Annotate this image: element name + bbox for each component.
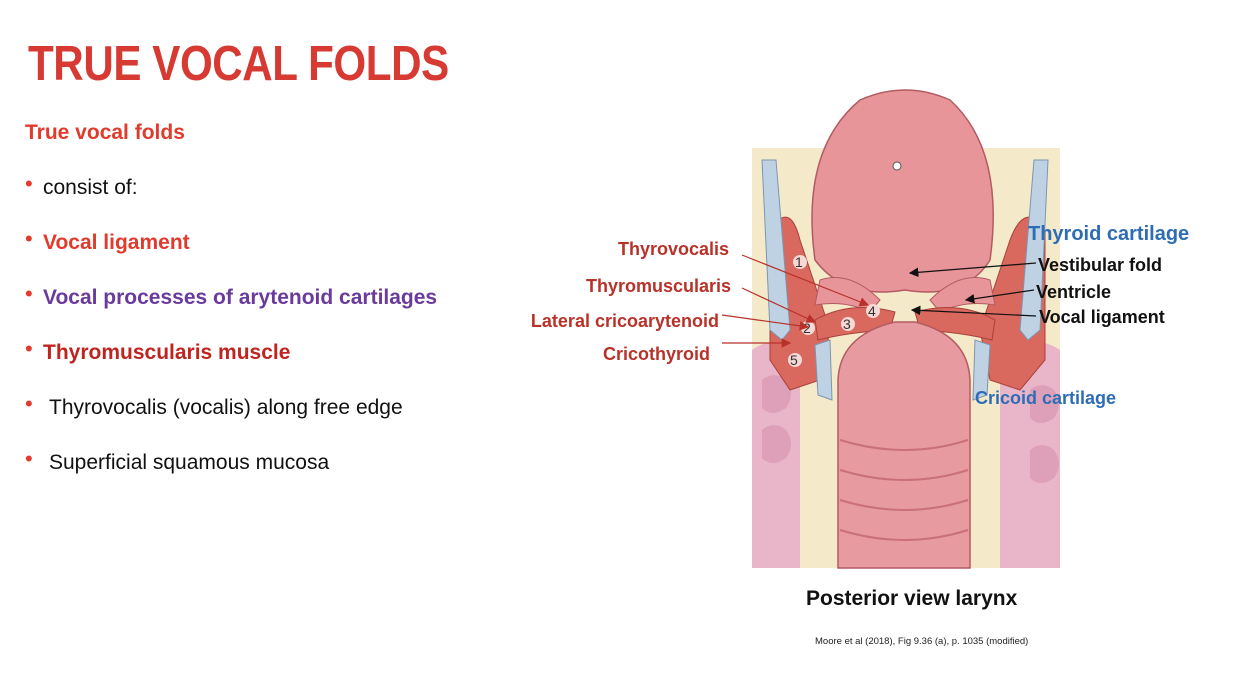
bullet-text: Vocal processes of arytenoid cartilages xyxy=(43,286,437,309)
bullet-item: • consist of: xyxy=(25,172,437,227)
larynx-diagram: 1 2 3 4 5 Thyrovocalis Thyromuscularis L… xyxy=(500,88,1220,583)
bullet-dot-icon: • xyxy=(25,388,33,420)
label-vocal-ligament: Vocal ligament xyxy=(1039,307,1165,327)
bullet-item: • Superficial squamous mucosa xyxy=(25,447,437,502)
bullet-item: • Thyrovocalis (vocalis) along free edge xyxy=(25,392,437,447)
label-vestibular-fold: Vestibular fold xyxy=(1038,255,1162,275)
bullet-dot-icon: • xyxy=(25,278,33,310)
label-thyroid-cartilage: Thyroid cartilage xyxy=(1028,223,1189,245)
bullet-text: Thyromuscularis muscle xyxy=(43,341,290,364)
page-title: TRUE VOCAL FOLDS xyxy=(28,36,449,92)
epiglottis-dot-icon xyxy=(893,162,901,170)
bullet-text: Thyrovocalis (vocalis) along free edge xyxy=(49,396,403,419)
bullet-dot-icon: • xyxy=(25,168,33,200)
label-thyrovocalis: Thyrovocalis xyxy=(618,239,729,259)
label-cricothyroid: Cricothyroid xyxy=(603,344,710,364)
label-cricoid-cartilage: Cricoid cartilage xyxy=(975,388,1116,408)
diagram-caption: Posterior view larynx xyxy=(806,587,1017,611)
marker-number: 5 xyxy=(790,352,798,368)
subtitle: True vocal folds xyxy=(25,121,185,145)
bullet-dot-icon: • xyxy=(25,223,33,255)
marker-number: 2 xyxy=(803,320,811,336)
figure-credit: Moore et al (2018), Fig 9.36 (a), p. 103… xyxy=(815,636,1028,647)
marker-number: 4 xyxy=(868,303,876,319)
bullet-item: • Thyromuscularis muscle xyxy=(25,337,437,392)
label-ventricle: Ventricle xyxy=(1036,282,1111,302)
label-lateral-cricoarytenoid: Lateral cricoarytenoid xyxy=(531,311,719,331)
bullet-dot-icon: • xyxy=(25,333,33,365)
marker-number: 1 xyxy=(795,254,803,270)
bullet-item: • Vocal ligament xyxy=(25,227,437,282)
bullet-dot-icon: • xyxy=(25,443,33,475)
label-thyromuscularis: Thyromuscularis xyxy=(586,276,731,296)
marker-number: 3 xyxy=(843,316,851,332)
epiglottis-shape xyxy=(812,90,993,292)
bullet-item: • Vocal processes of arytenoid cartilage… xyxy=(25,282,437,337)
bullet-text: Superficial squamous mucosa xyxy=(49,451,329,474)
bullet-list: • consist of: • Vocal ligament • Vocal p… xyxy=(25,172,437,502)
bullet-text: Vocal ligament xyxy=(43,231,190,254)
bullet-text: consist of: xyxy=(43,176,138,199)
